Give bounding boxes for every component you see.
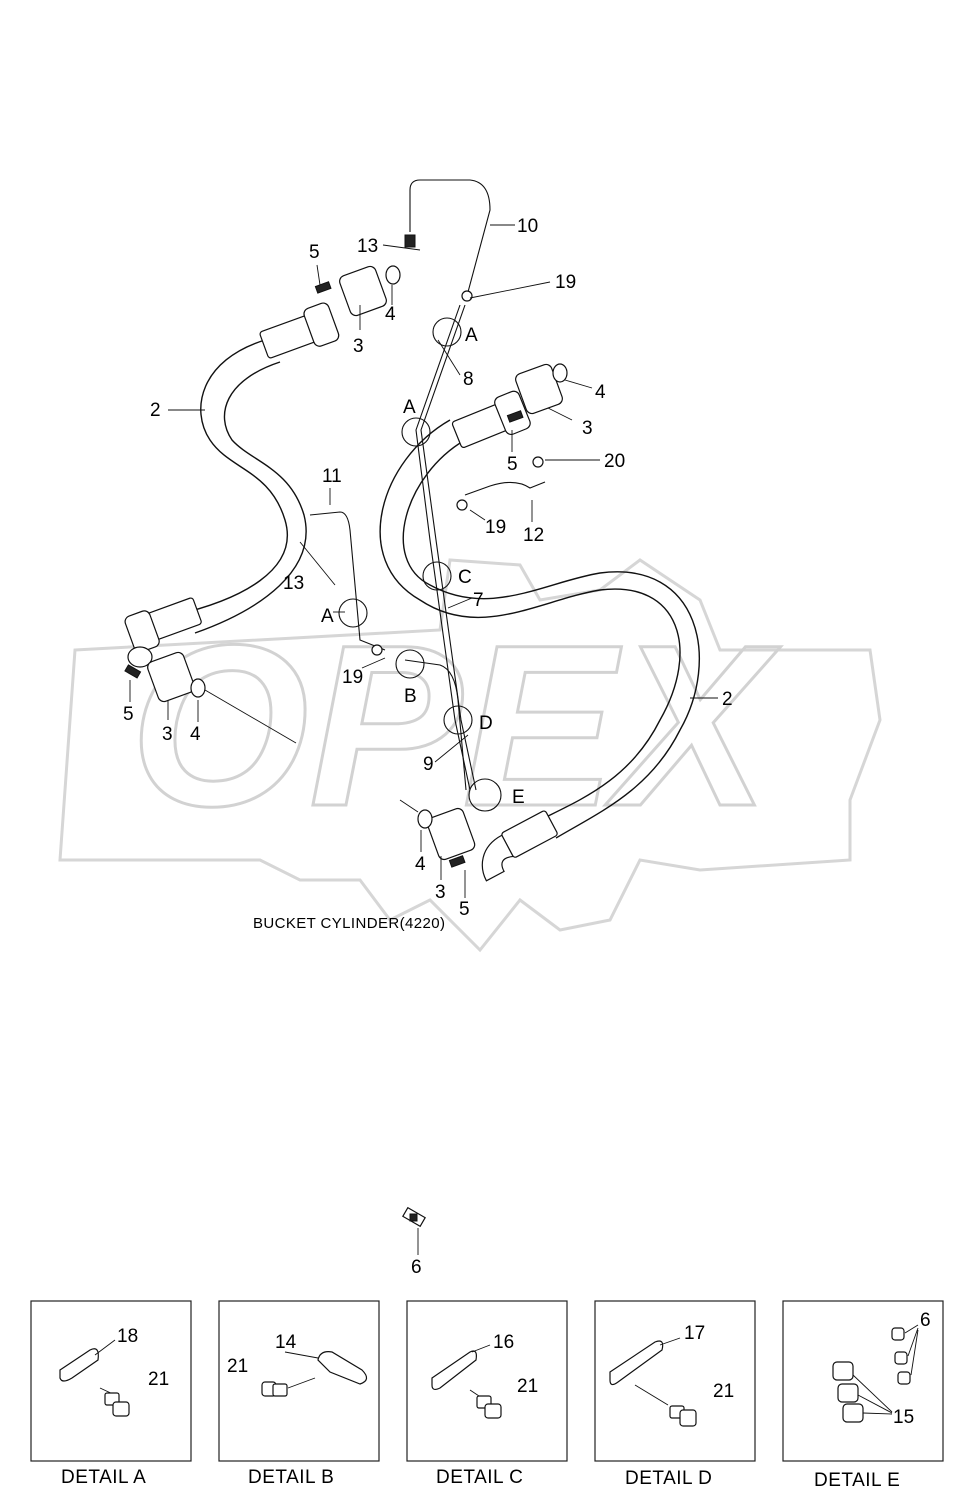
detail-e-box: 6 15 DETAIL E (782, 1300, 944, 1491)
detail-a-label-21: 21 (148, 1369, 169, 1390)
callout-detail-c: C (458, 567, 472, 588)
callout-20: 20 (604, 451, 625, 472)
detail-a-box: 18 21 DETAIL A (30, 1300, 192, 1488)
callout-2: 2 (722, 689, 733, 710)
callout-11: 11 (322, 466, 342, 487)
detail-b-box: 14 21 DETAIL B (218, 1300, 380, 1488)
callout-6: 6 (411, 1257, 422, 1278)
callout-detail-d: D (479, 713, 493, 734)
callout-4: 4 (385, 304, 396, 325)
detail-c-label-16: 16 (493, 1332, 514, 1353)
callout-8: 8 (463, 369, 474, 390)
callout-detail-a: A (403, 397, 416, 418)
detail-markers (338, 317, 502, 812)
callout-19: 19 (485, 517, 506, 538)
callout-4: 4 (415, 854, 426, 875)
callout-10: 10 (517, 216, 538, 237)
detail-c-box: 16 21 DETAIL C (406, 1300, 568, 1488)
detail-a-caption: DETAIL A (61, 1467, 146, 1488)
detail-d-label-21: 21 (713, 1381, 734, 1402)
leader-lines (129, 224, 718, 1255)
callout-13: 13 (283, 573, 304, 594)
callout-19: 19 (342, 667, 363, 688)
detail-c-label-21: 21 (517, 1376, 538, 1397)
flange-clamps (124, 265, 568, 868)
callout-9: 9 (423, 754, 434, 775)
callout-19: 19 (555, 272, 576, 293)
callout-7: 7 (473, 590, 484, 611)
detail-e-label-15: 15 (893, 1407, 914, 1428)
detail-a-label-18: 18 (117, 1326, 138, 1347)
callout-4: 4 (595, 382, 606, 403)
callout-5: 5 (507, 454, 518, 475)
callout-3: 3 (162, 724, 173, 745)
pipes (309, 179, 546, 791)
hose-left (124, 302, 340, 668)
detail-c-caption: DETAIL C (436, 1467, 523, 1488)
callout-12: 12 (523, 525, 544, 546)
detail-d-caption: DETAIL D (625, 1468, 712, 1489)
callout-2: 2 (150, 400, 161, 421)
fitting-6 (402, 1206, 426, 1228)
callout-4: 4 (190, 724, 201, 745)
callout-3: 3 (582, 418, 593, 439)
bucket-cylinder-note: BUCKET CYLINDER(4220) (253, 915, 445, 932)
callout-13: 13 (357, 236, 378, 257)
callout-5: 5 (123, 704, 134, 725)
callout-labels: 10 13 5 19 4 3 A 8 2 A 4 3 5 20 11 19 12… (123, 216, 733, 1278)
detail-b-label-14: 14 (275, 1332, 297, 1353)
detail-b-caption: DETAIL B (248, 1467, 334, 1488)
callout-5: 5 (459, 899, 470, 920)
detail-d-box: 17 21 DETAIL D (594, 1300, 756, 1489)
callout-3: 3 (353, 336, 364, 357)
detail-e-label-6: 6 (920, 1310, 931, 1331)
detail-b-label-21: 21 (227, 1356, 248, 1377)
detail-e-caption: DETAIL E (814, 1470, 900, 1491)
callout-detail-a: A (465, 325, 478, 346)
callout-3: 3 (435, 882, 446, 903)
hose-right (379, 390, 700, 882)
callout-5: 5 (309, 242, 320, 263)
callout-detail-e: E (512, 787, 525, 808)
callout-detail-a: A (321, 606, 334, 627)
callout-detail-b: B (404, 686, 417, 707)
detail-d-label-17: 17 (684, 1323, 705, 1344)
